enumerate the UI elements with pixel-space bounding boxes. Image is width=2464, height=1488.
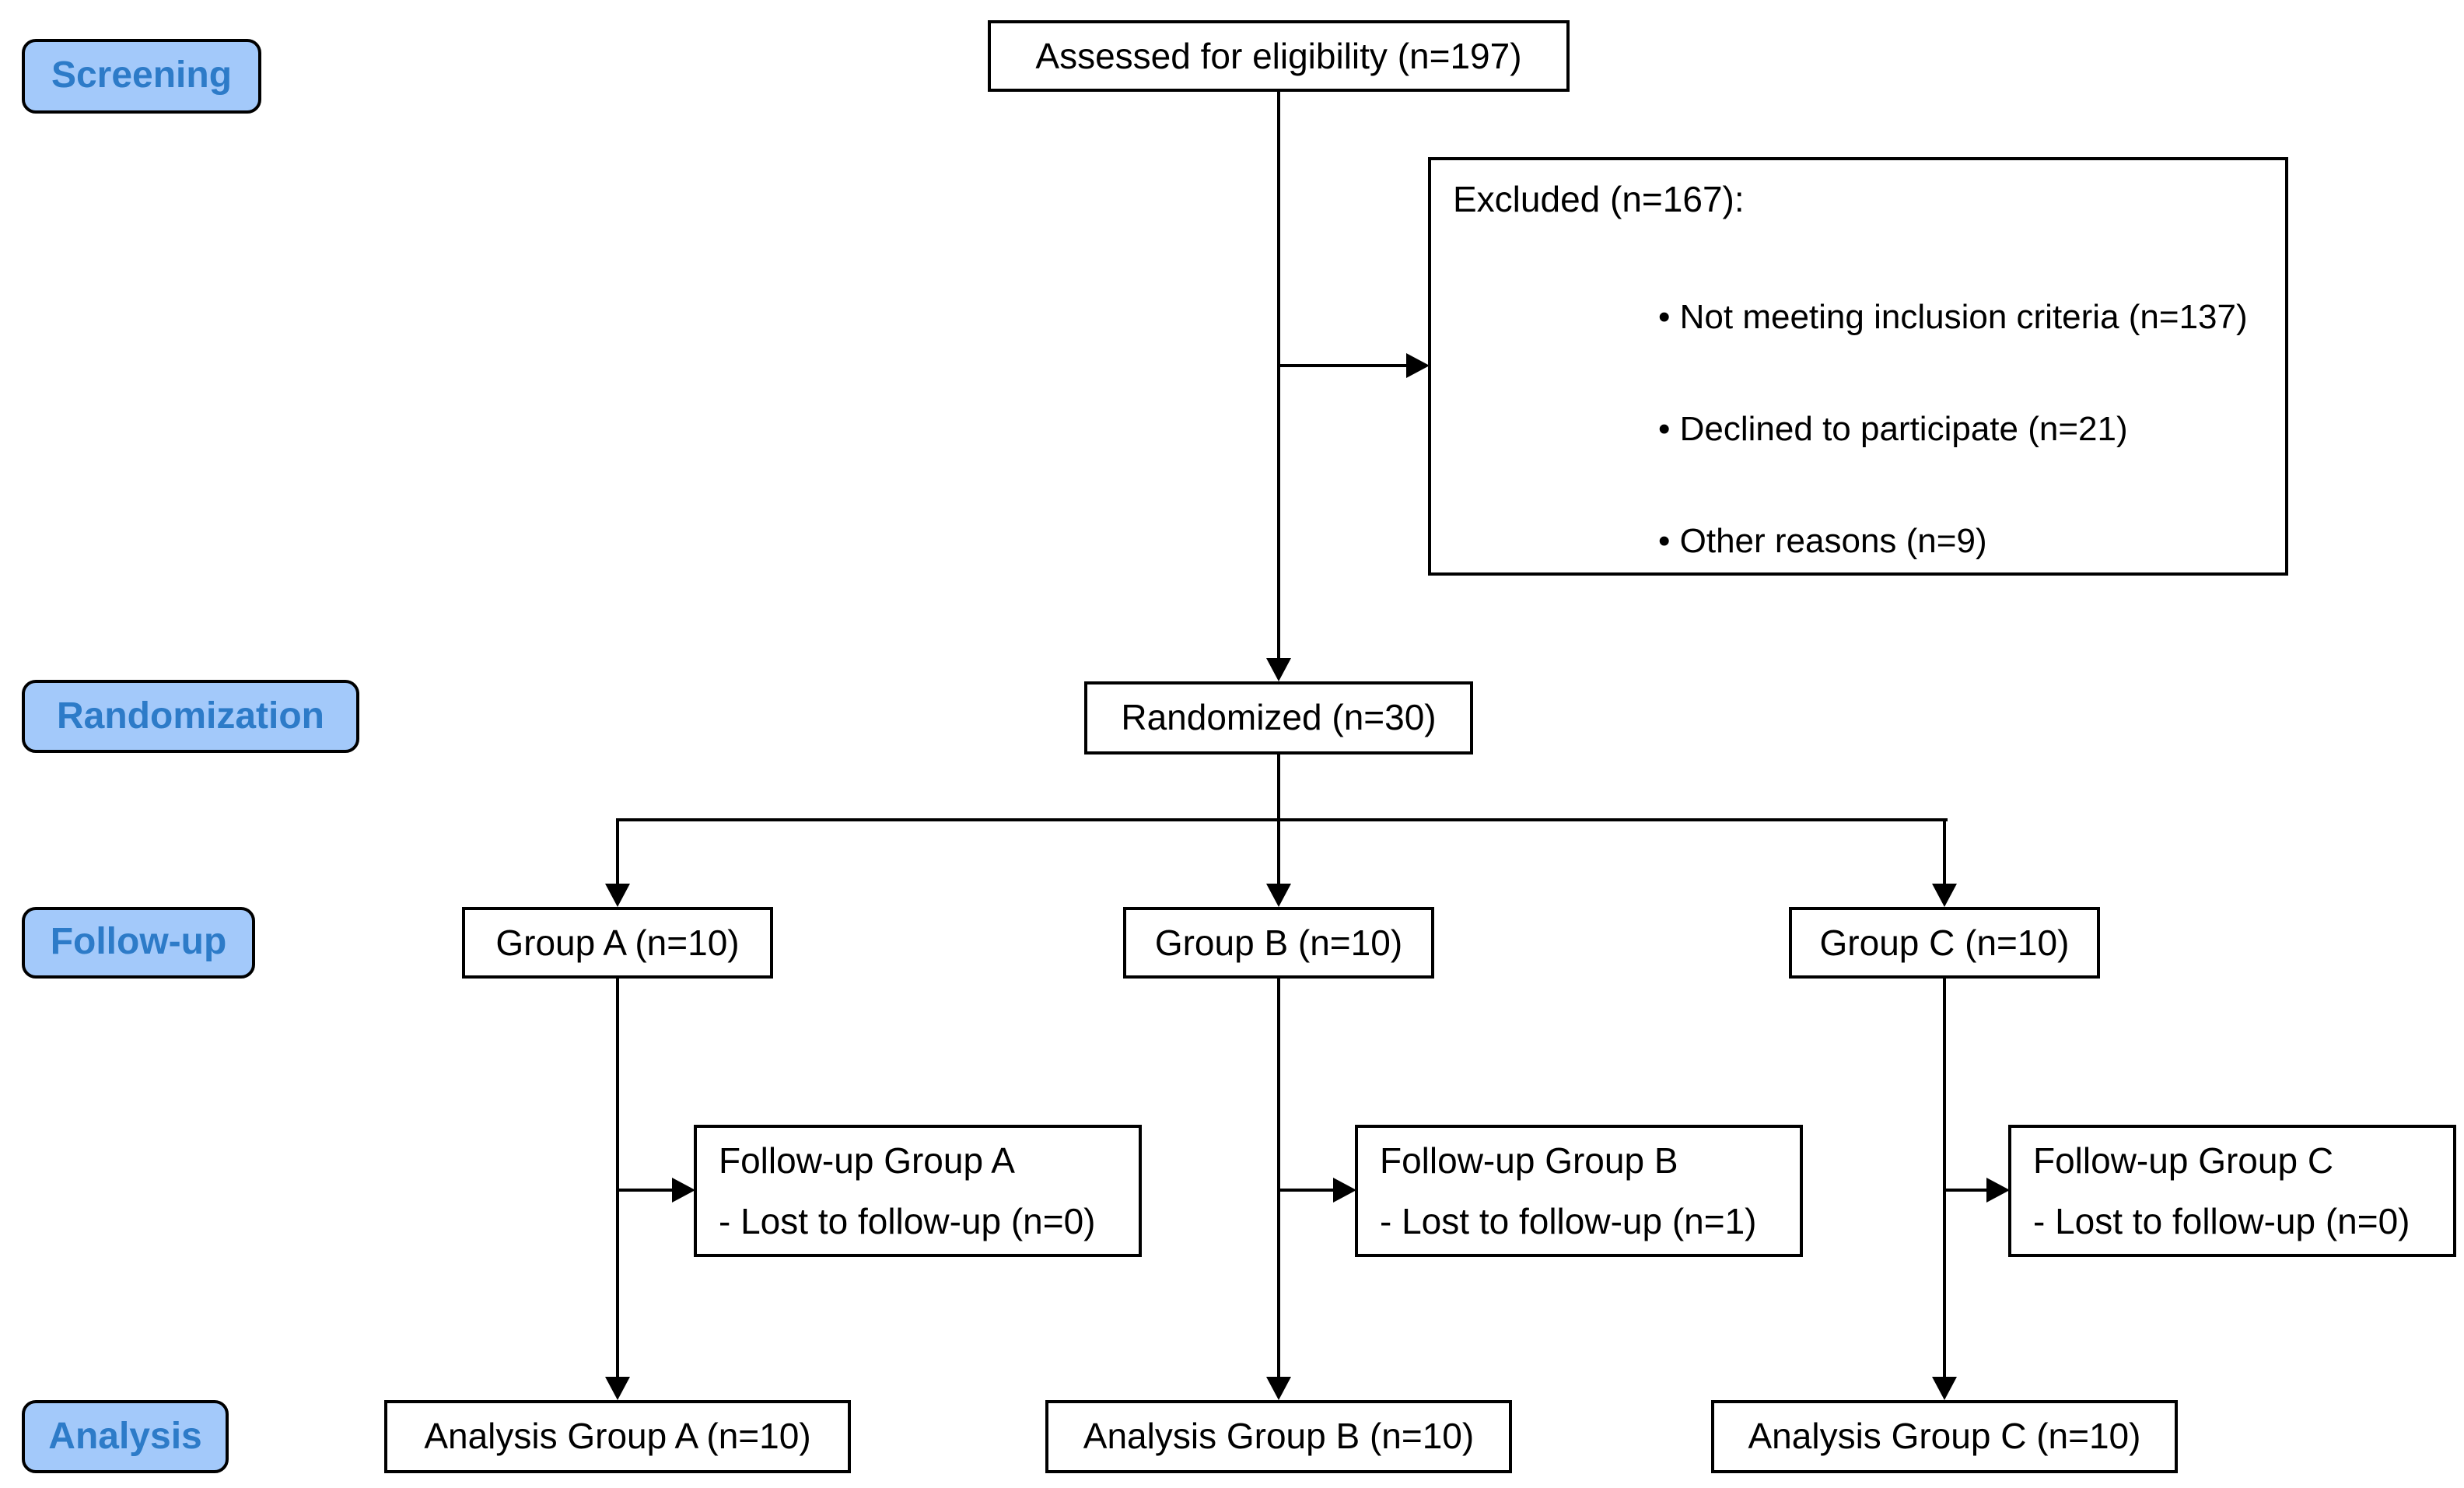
- node-excluded: Excluded (n=167): • Not meeting inclusio…: [1428, 157, 2288, 576]
- arrowhead-into-followup-b-icon: [1333, 1178, 1356, 1203]
- node-group-b: Group B (n=10): [1123, 907, 1434, 979]
- connector-group-a-to-analysis-line: [616, 979, 619, 1380]
- arrowhead-into-followup-c-icon: [1986, 1178, 2010, 1203]
- arrowhead-into-group-c-icon: [1932, 884, 1957, 907]
- excluded-bullet-declined: • Declined to participate (n=21): [1658, 409, 2128, 448]
- followup-b-line2: - Lost to follow-up (n=1): [1380, 1200, 1757, 1241]
- node-analysis-group-c: Analysis Group C (n=10): [1711, 1400, 2178, 1473]
- followup-a-line2: - Lost to follow-up (n=0): [719, 1200, 1096, 1241]
- node-group-b-text: Group B (n=10): [1154, 922, 1403, 963]
- node-followup-group-c: Follow-up Group C - Lost to follow-up (n…: [2008, 1125, 2456, 1257]
- arrowhead-into-group-a-icon: [605, 884, 630, 907]
- arrowhead-into-analysis-a-icon: [605, 1377, 630, 1400]
- stage-label-randomization-text: Randomization: [57, 695, 324, 737]
- connector-assessed-to-randomized-line: [1277, 92, 1280, 663]
- stage-label-randomization: Randomization: [22, 680, 359, 753]
- connector-drop-group-a-line: [616, 818, 619, 887]
- node-randomized: Randomized (n=30): [1084, 681, 1473, 755]
- followup-b-line1: Follow-up Group B: [1380, 1140, 1678, 1181]
- connector-drop-group-c-line: [1943, 818, 1946, 887]
- stage-label-analysis-text: Analysis: [48, 1415, 202, 1457]
- followup-a-line1: Follow-up Group A: [719, 1140, 1015, 1181]
- node-analysis-c-text: Analysis Group C (n=10): [1748, 1416, 2141, 1457]
- connector-randomization-branch-line: [616, 818, 1948, 821]
- excluded-bullet-not-meeting-criteria: • Not meeting inclusion criteria (n=137): [1658, 297, 2248, 336]
- followup-c-line1: Follow-up Group C: [2033, 1140, 2334, 1181]
- connector-to-excluded-line: [1277, 364, 1409, 367]
- excluded-bullet-other-reasons: • Other reasons (n=9): [1658, 521, 1987, 560]
- connector-group-b-to-analysis-line: [1277, 979, 1280, 1380]
- arrowhead-into-analysis-c-icon: [1932, 1377, 1957, 1400]
- arrowhead-into-group-b-icon: [1266, 884, 1291, 907]
- arrowhead-into-analysis-b-icon: [1266, 1377, 1291, 1400]
- node-assessed-for-eligibility: Assessed for eligibility (n=197): [988, 20, 1570, 92]
- node-group-a-text: Group A (n=10): [495, 922, 740, 963]
- node-followup-group-a: Follow-up Group A - Lost to follow-up (n…: [694, 1125, 1142, 1257]
- node-followup-group-b: Follow-up Group B - Lost to follow-up (n…: [1355, 1125, 1803, 1257]
- node-analysis-group-b: Analysis Group B (n=10): [1045, 1400, 1512, 1473]
- connector-group-c-to-analysis-line: [1943, 979, 1946, 1380]
- node-analysis-a-text: Analysis Group A (n=10): [424, 1416, 811, 1457]
- arrowhead-into-followup-a-icon: [672, 1178, 695, 1203]
- stage-label-followup: Follow-up: [22, 907, 255, 979]
- connector-to-followup-a-line: [616, 1189, 675, 1192]
- node-assessed-text: Assessed for eligibility (n=197): [1035, 35, 1522, 76]
- node-analysis-b-text: Analysis Group B (n=10): [1083, 1416, 1475, 1457]
- connector-to-followup-b-line: [1277, 1189, 1336, 1192]
- node-group-c-text: Group C (n=10): [1819, 922, 2070, 963]
- stage-label-screening: Screening: [22, 39, 261, 114]
- stage-label-followup-text: Follow-up: [50, 921, 227, 963]
- stage-label-analysis: Analysis: [22, 1400, 229, 1473]
- connector-to-followup-c-line: [1943, 1189, 1990, 1192]
- node-group-c: Group C (n=10): [1789, 907, 2100, 979]
- node-group-a: Group A (n=10): [462, 907, 773, 979]
- connector-randomized-stub-line: [1277, 755, 1280, 821]
- excluded-title: Excluded (n=167):: [1453, 179, 1745, 219]
- arrowhead-into-randomized-icon: [1266, 658, 1291, 681]
- connector-drop-group-b-line: [1277, 818, 1280, 887]
- followup-c-line2: - Lost to follow-up (n=0): [2033, 1200, 2410, 1241]
- node-analysis-group-a: Analysis Group A (n=10): [384, 1400, 851, 1473]
- node-randomized-text: Randomized (n=30): [1121, 697, 1437, 738]
- stage-label-screening-text: Screening: [51, 54, 233, 96]
- arrowhead-into-excluded-icon: [1406, 353, 1430, 378]
